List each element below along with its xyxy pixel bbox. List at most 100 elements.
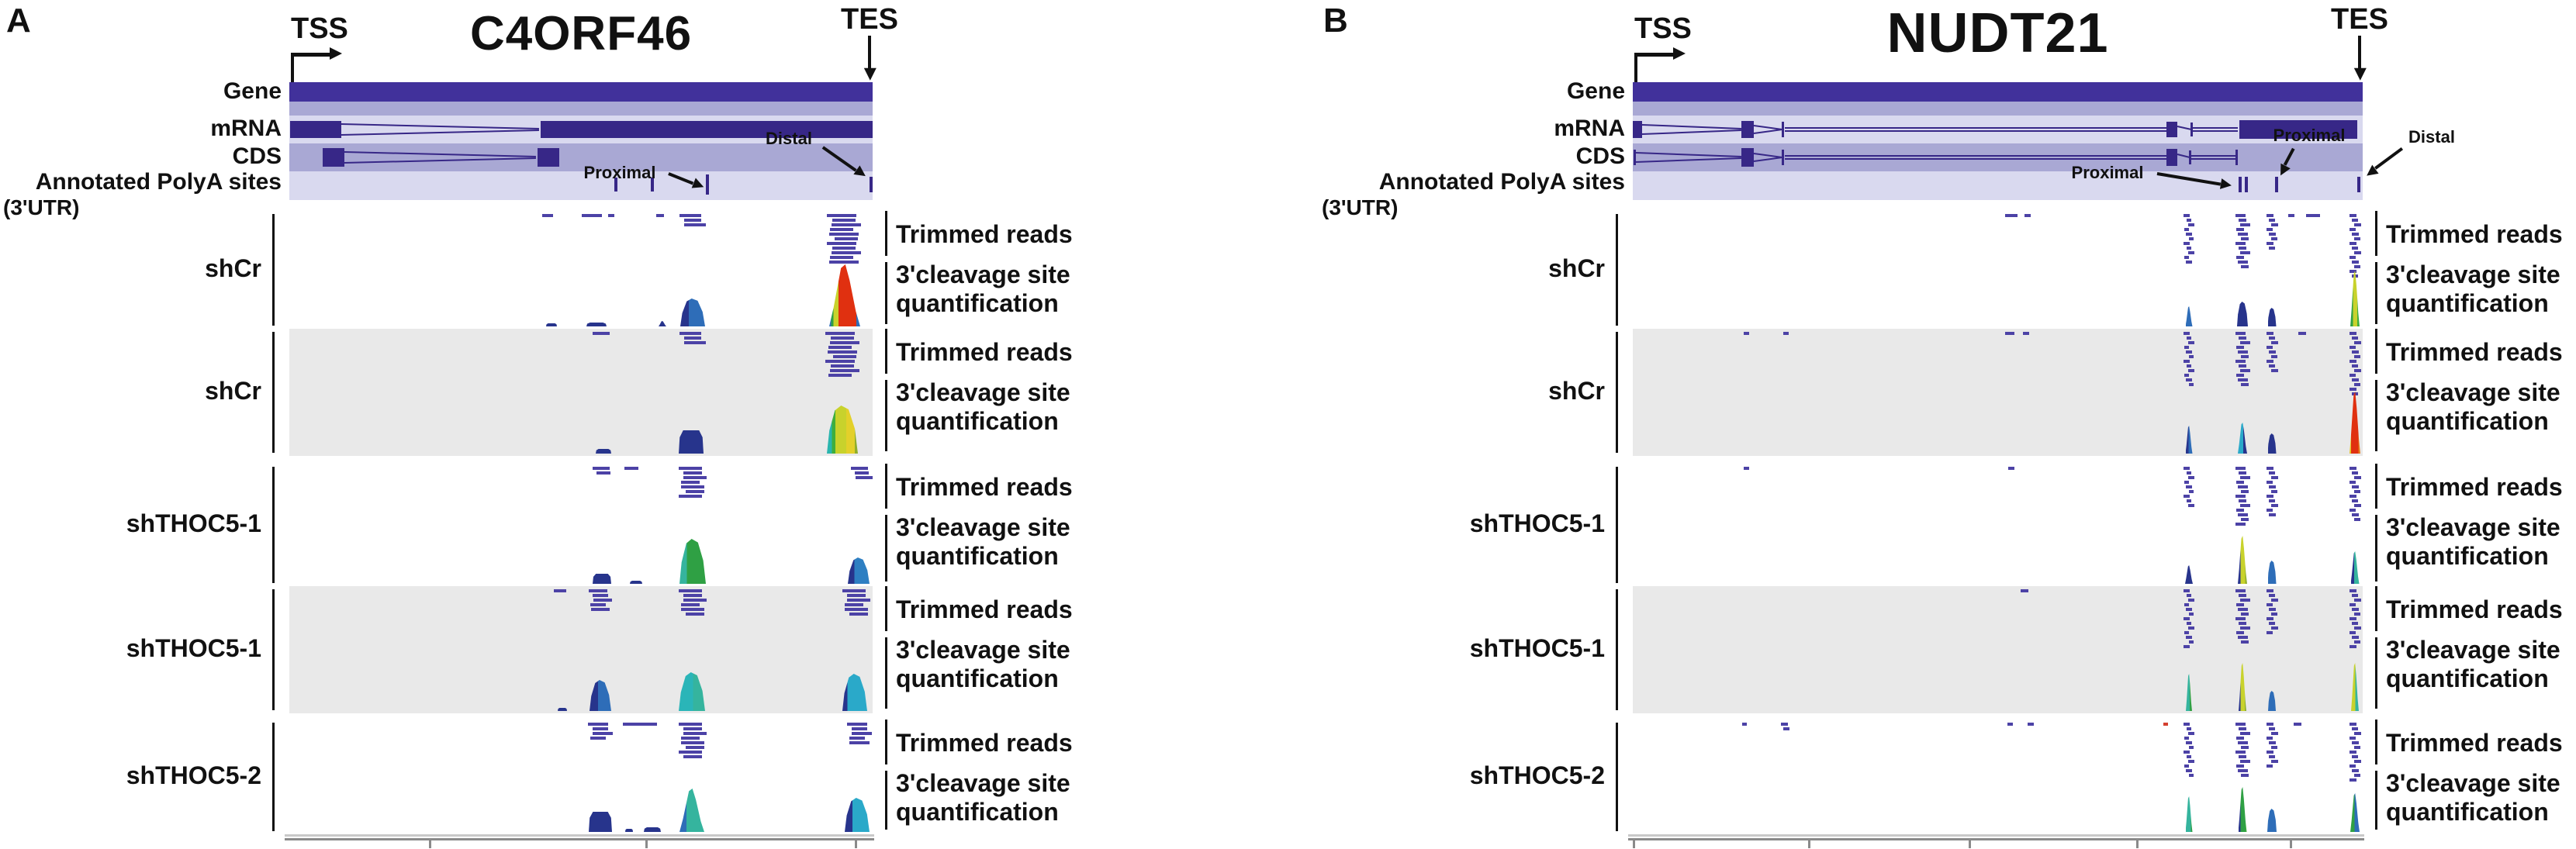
intron-line <box>1785 158 2166 160</box>
trimmed-read-dash <box>2188 476 2194 479</box>
track-label: shCr <box>205 254 261 282</box>
trimmed-read-dash <box>683 594 702 597</box>
trimmed-read-dash <box>2266 467 2273 470</box>
track-row <box>1633 586 2363 713</box>
trimmed-read-dash <box>834 237 859 240</box>
subtrack-separator <box>885 637 887 709</box>
trimmed-read-dash <box>2351 608 2359 611</box>
trimmed-read-dash <box>2238 336 2247 340</box>
subtrack-separator <box>885 720 887 764</box>
track-label: shTHOC5-1 <box>126 509 261 537</box>
track-label: shCr <box>1548 254 1605 282</box>
tss-label: TSS <box>1634 12 1692 45</box>
axis-tick <box>1633 840 1635 848</box>
trimmed-read-dash <box>828 374 852 377</box>
trimmed-read-dash <box>2238 471 2247 475</box>
trimmed-read-dash <box>845 608 868 611</box>
exon-tick <box>1782 122 1784 137</box>
trimmed-read-dash <box>2235 374 2245 377</box>
trimmed-read-dash <box>2188 732 2194 735</box>
trimmed-read-dash <box>2351 378 2359 381</box>
trimmed-read-dash <box>2240 746 2249 749</box>
subtrack-separator <box>2375 211 2377 256</box>
subtrack-separator <box>885 464 887 509</box>
trimmed-read-dash <box>681 481 700 484</box>
trimmed-read-dash <box>2184 645 2190 648</box>
trimmed-read-dash <box>2184 332 2190 335</box>
trimmed-read-dash <box>2186 364 2192 368</box>
cleavage-quant-label: 3'cleavage site quantification <box>896 261 1070 317</box>
trimmed-read-dash <box>2270 341 2278 344</box>
cleavage-peak <box>644 827 661 832</box>
trimmed-read-dash <box>2271 237 2277 240</box>
trimmed-read-dash <box>684 223 706 226</box>
trimmed-read-dash <box>2267 509 2273 512</box>
trimmed-read-dash <box>2351 741 2359 744</box>
trimmed-read-dash <box>2266 495 2273 498</box>
subtrack-separator <box>2375 329 2377 374</box>
trimmed-read-dash <box>2352 471 2358 475</box>
trimmed-read-dash <box>2186 499 2192 502</box>
trimmed-read-dash <box>2235 467 2246 470</box>
trimmed-read-dash <box>2354 613 2360 616</box>
trimmed-read-dash <box>2186 608 2192 611</box>
exon <box>2166 149 2177 166</box>
trimmed-read-dash <box>2354 237 2360 240</box>
track-label: shTHOC5-1 <box>1469 509 1605 537</box>
trimmed-read-dash <box>2352 622 2358 625</box>
gene-bar <box>289 82 873 102</box>
trimmed-read-dash <box>2237 636 2248 639</box>
trimmed-read-dash <box>2235 617 2246 620</box>
trimmed-read-dash <box>2237 378 2248 381</box>
exon-tick <box>2189 150 2191 164</box>
trimmed-read-dash <box>2235 495 2246 498</box>
track-bracket <box>272 214 275 326</box>
trimmed-read-dash <box>2288 214 2294 217</box>
trimmed-read-dash <box>684 341 706 344</box>
trimmed-read-dash <box>2238 727 2247 730</box>
subtrack-separator <box>2375 464 2377 509</box>
trimmed-read-dash <box>2237 769 2248 772</box>
cleavage-peak <box>589 812 612 832</box>
trimmed-read-dash <box>851 727 868 730</box>
trimmed-read-dash <box>2349 270 2356 273</box>
trimmed-read-dash <box>681 741 704 744</box>
trimmed-read-dash <box>2350 631 2356 634</box>
axis-line <box>285 838 874 840</box>
exon <box>2166 122 2177 137</box>
trimmed-read-dash <box>2184 346 2190 349</box>
trimmed-read-dash <box>2240 355 2249 358</box>
stripe-cds-row <box>289 143 873 171</box>
trimmed-read-dash <box>2184 481 2190 484</box>
trimmed-read-dash <box>825 360 855 363</box>
trimmed-read-dash <box>2186 219 2192 222</box>
trimmed-read-dash <box>2238 247 2247 250</box>
arrow-head <box>863 67 877 81</box>
trimmed-read-dash <box>2024 214 2031 217</box>
trimmed-read-dash <box>2186 350 2192 354</box>
cleavage-peak <box>546 323 557 326</box>
trimmed-read-dash <box>2349 467 2356 470</box>
gene-title: C4ORF46 <box>469 7 693 60</box>
trimmed-read-dash <box>2188 760 2194 763</box>
trimmed-read-dash <box>2239 369 2250 372</box>
trimmed-read-dash <box>2235 242 2246 245</box>
trimmed-read-dash <box>2351 233 2359 236</box>
trimmed-read-dash <box>828 346 852 349</box>
trimmed-read-dash <box>2239 626 2250 630</box>
trimmed-read-dash <box>2235 631 2245 634</box>
trimmed-read-dash <box>2352 336 2358 340</box>
trimmed-read-dash <box>847 723 867 726</box>
trimmed-read-dash <box>2184 737 2190 740</box>
cleavage-peak <box>2186 674 2192 711</box>
trimmed-read-dash <box>832 355 857 358</box>
trimmed-read-dash <box>2270 732 2278 735</box>
trimmed-read-dash <box>832 247 856 250</box>
exon <box>541 121 873 138</box>
subtrack-separator <box>2375 586 2377 631</box>
cleavage-peak <box>2239 663 2246 711</box>
track-label: shCr <box>205 377 261 405</box>
trimmed-read-dash <box>2240 383 2249 386</box>
trimmed-read-dash <box>2271 613 2277 616</box>
arrow-head <box>2353 67 2367 81</box>
